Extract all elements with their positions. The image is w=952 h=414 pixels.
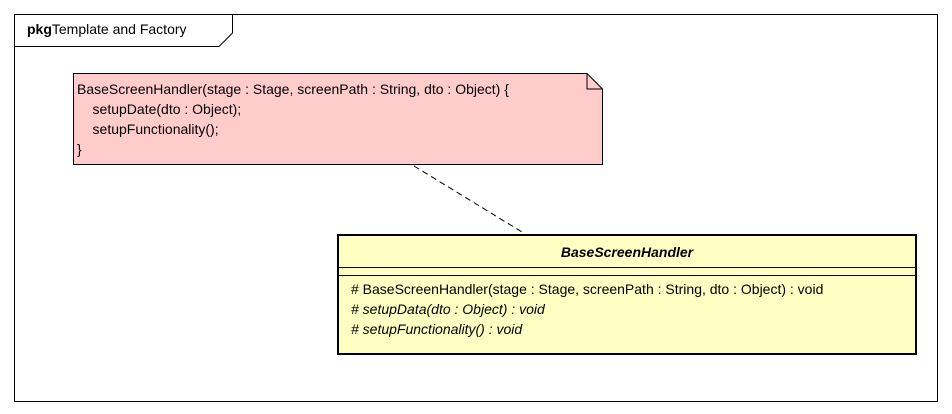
class-divider [339, 267, 915, 268]
package-tab [14, 14, 233, 47]
note-line: setupFunctionality(); [77, 121, 219, 137]
note-line: BaseScreenHandler(stage : Stage, screenP… [77, 81, 509, 97]
package-keyword: pkg [27, 21, 52, 37]
class-box[interactable]: BaseScreenHandler # BaseScreenHandler(st… [337, 234, 917, 355]
operation-setup-data: # setupData(dto : Object) : void [351, 301, 545, 317]
note-shape [73, 73, 603, 165]
operation-setup-functionality: # setupFunctionality() : void [351, 321, 523, 337]
operations-compartment: # BaseScreenHandler(stage : Stage, scree… [339, 276, 915, 339]
package-label: pkgTemplate and Factory [27, 21, 187, 37]
note-line: } [77, 141, 82, 157]
note-line: setupDate(dto : Object); [77, 101, 242, 117]
class-divider [339, 275, 915, 276]
attributes-compartment [339, 268, 915, 275]
class-name: BaseScreenHandler [560, 244, 694, 260]
note-text: BaseScreenHandler(stage : Stage, screenP… [77, 79, 509, 159]
package-name: Template and Factory [51, 21, 187, 37]
operation-constructor: # BaseScreenHandler(stage : Stage, scree… [351, 281, 824, 297]
